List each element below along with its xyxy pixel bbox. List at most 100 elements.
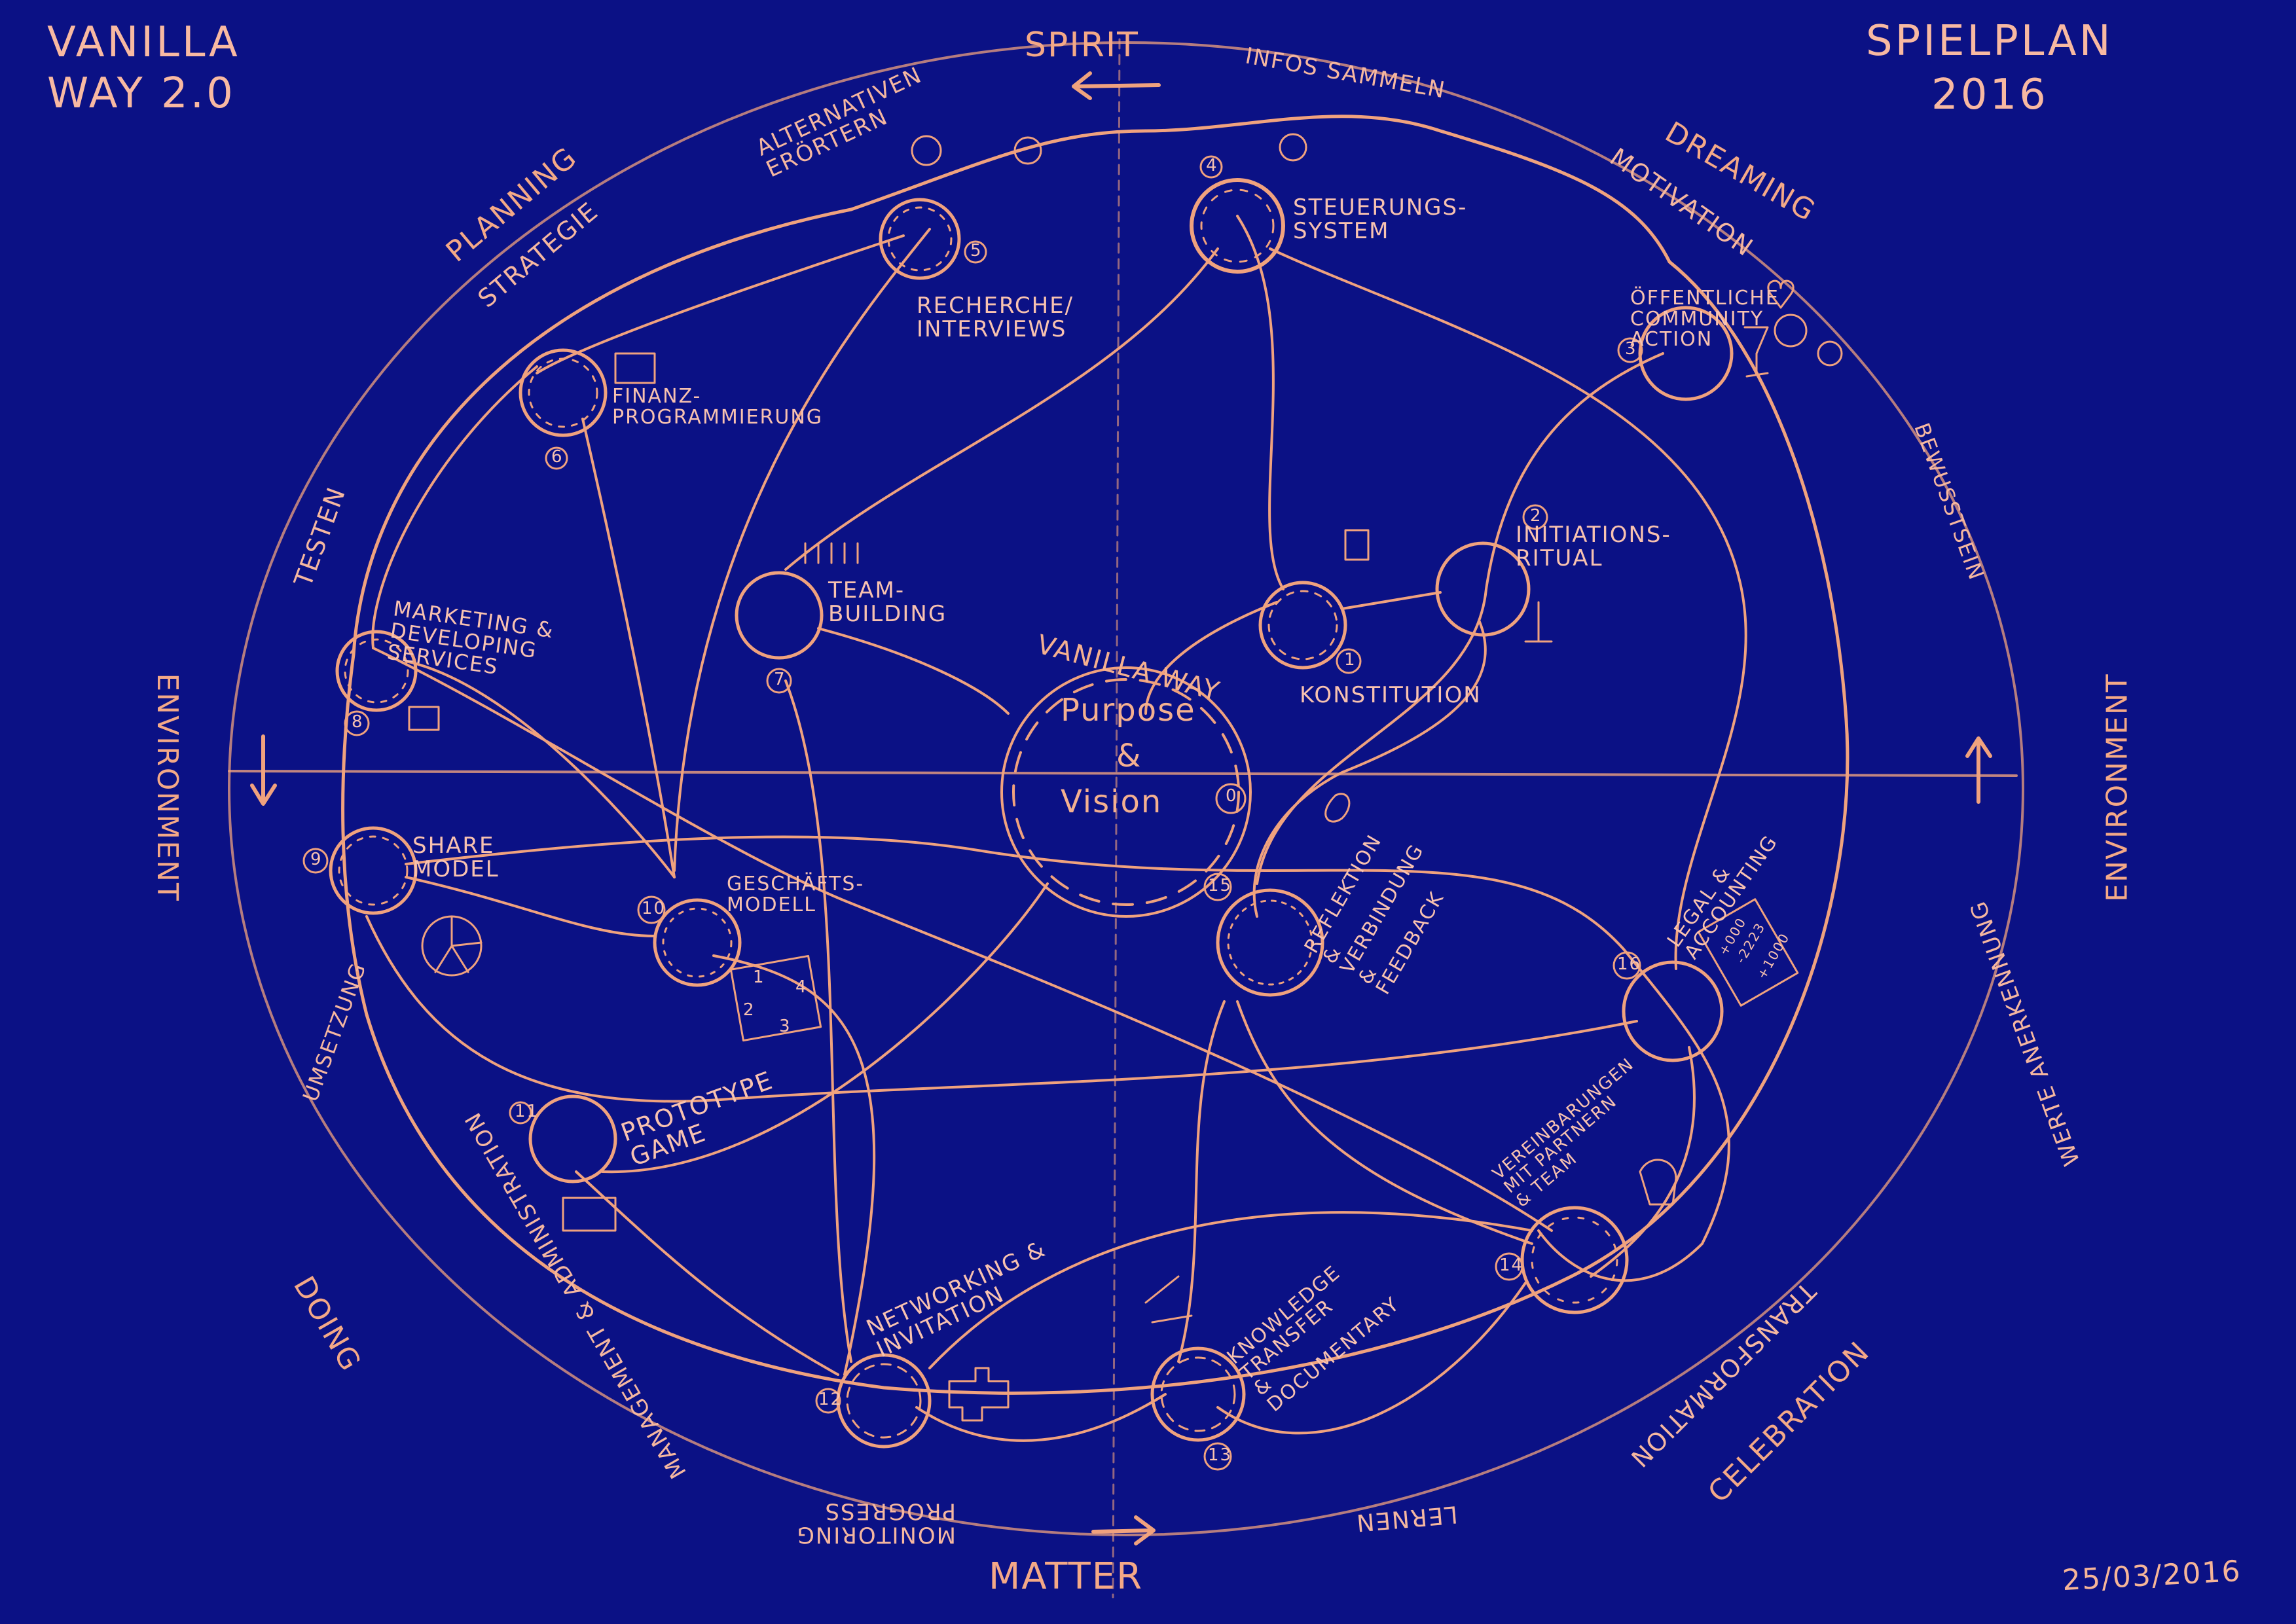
process-step-1: 1 [753, 967, 765, 987]
connector [915, 1393, 1167, 1442]
node-14-number: 14 [1499, 1255, 1524, 1275]
process-steps-icon [729, 954, 822, 1042]
badge-circle [1336, 648, 1362, 674]
node-teambuilding[interactable]: TEAM- BUILDING [828, 577, 947, 627]
badge-circle [1495, 1252, 1523, 1281]
connector [928, 1211, 1533, 1369]
node-9-number: 9 [310, 850, 323, 869]
node-konstitution[interactable]: KONSTITUTION [1300, 682, 1482, 708]
euro-sign-icon [614, 352, 656, 384]
node-circle-8-inner [344, 638, 409, 704]
node-2-number: 2 [1530, 506, 1542, 526]
node-circle-5-inner [887, 206, 953, 272]
node-circle-1-inner [1267, 590, 1338, 660]
node-circle-2 [1435, 541, 1531, 637]
badge-circle [1215, 783, 1247, 814]
badge-circle [302, 848, 329, 874]
app-title-line1: VANILLA [47, 18, 240, 67]
connector [601, 882, 1049, 1174]
process-step-4: 4 [795, 977, 808, 997]
candle-icon [1524, 601, 1553, 643]
connector [405, 876, 656, 937]
center-number: 0 [1226, 786, 1238, 806]
node-circle-10 [653, 898, 742, 987]
node-circle-12-inner [846, 1363, 922, 1439]
node-steuerungssystem[interactable]: STEUERUNGS- SYSTEM [1293, 194, 1468, 244]
node-circle-11 [528, 1094, 617, 1183]
node-circle-3 [1638, 306, 1734, 401]
connector [1216, 1282, 1527, 1435]
connector [371, 365, 538, 649]
node-circle-13 [1150, 1346, 1246, 1442]
axis-right-label: ENVIRONMENT [2100, 673, 2134, 902]
node-geschaeftsmodell[interactable]: GESCHÄFTS- MODELL [727, 873, 865, 916]
node-circle-12 [836, 1353, 932, 1449]
node-circle-15-inner [1227, 899, 1313, 986]
node-circle-0 [1000, 666, 1252, 918]
axis-left-label: ENVIRONMENT [150, 673, 184, 902]
badge-circle [344, 710, 370, 736]
process-step-3: 3 [779, 1017, 792, 1036]
badge-circle [1199, 155, 1223, 179]
node-recherche-interviews[interactable]: RECHERCHE/ INTERVIEWS [917, 293, 1074, 342]
question-bubble-icon [1013, 136, 1042, 165]
node-5-number: 5 [970, 241, 983, 261]
node-finanzprogrammierung[interactable]: FINANZ- PROGRAMMIERUNG [612, 385, 824, 429]
badge-circle [509, 1101, 532, 1125]
node-circle-13-inner [1160, 1356, 1236, 1432]
node-circle-9 [329, 826, 418, 915]
badge-circle [1617, 337, 1643, 363]
badge-circle [766, 668, 792, 694]
node-12-number: 12 [818, 1390, 843, 1409]
node-11-number: 11 [515, 1102, 539, 1121]
node-share-model[interactable]: SHARE MODEL [412, 833, 500, 882]
pie-chart-icon [434, 915, 483, 973]
node-circle-0-inner [1012, 678, 1240, 906]
node-circle-9-inner [338, 835, 409, 906]
arrow-up-icon [1965, 736, 1992, 804]
connector [536, 234, 905, 374]
node-8-number: 8 [352, 712, 364, 732]
vertical-axis [1112, 38, 1121, 1598]
connector [581, 418, 676, 878]
node-circle-14 [1520, 1206, 1629, 1314]
connector [673, 228, 931, 872]
node-circle-15 [1216, 888, 1324, 997]
connector [1269, 247, 1747, 970]
node-community-action[interactable]: ÖFFENTLICHE COMMUNITY ACTION [1630, 287, 1779, 351]
badge-circle [1203, 1442, 1232, 1471]
connector [1341, 591, 1442, 610]
node-initiationsritual[interactable]: INITIATIONS- RITUAL [1516, 522, 1671, 571]
badge-circle [545, 446, 568, 470]
node-circle-10-inner [662, 907, 733, 978]
outer-ring [228, 41, 2024, 1536]
badge-circle [637, 895, 666, 924]
connector [784, 679, 852, 1363]
lightbulb-icon [911, 135, 942, 166]
arrow-left-icon [1072, 71, 1161, 100]
badge-circle [1203, 873, 1232, 901]
knowledge-exchange-icon [1144, 1275, 1193, 1324]
smiley-icon [1774, 314, 1808, 348]
axis-bottom-label: MATTER [989, 1555, 1143, 1598]
connector [712, 954, 876, 1376]
connector [575, 1170, 839, 1376]
heart-icon [1767, 280, 1795, 309]
node-13-number: 13 [1208, 1445, 1233, 1465]
arrow-down-icon [250, 734, 277, 806]
center-vision: Vision [1061, 784, 1163, 820]
cocktail-glass-icon [1743, 326, 1769, 378]
subtitle-line2: 2016 [1931, 71, 2049, 119]
inner-loop [341, 115, 1850, 1395]
badge-circle [1613, 951, 1641, 980]
center-ampersand: & [1116, 738, 1142, 774]
node-1-number: 1 [1344, 650, 1357, 670]
node-circle-5 [879, 198, 961, 280]
node-circle-6 [519, 348, 608, 437]
connector [365, 915, 1638, 1103]
connector [405, 835, 1730, 1282]
node-3-number: 3 [1625, 339, 1637, 359]
badge-circle [1522, 504, 1548, 530]
connector [784, 247, 1219, 571]
node-circle-16 [1622, 960, 1724, 1062]
